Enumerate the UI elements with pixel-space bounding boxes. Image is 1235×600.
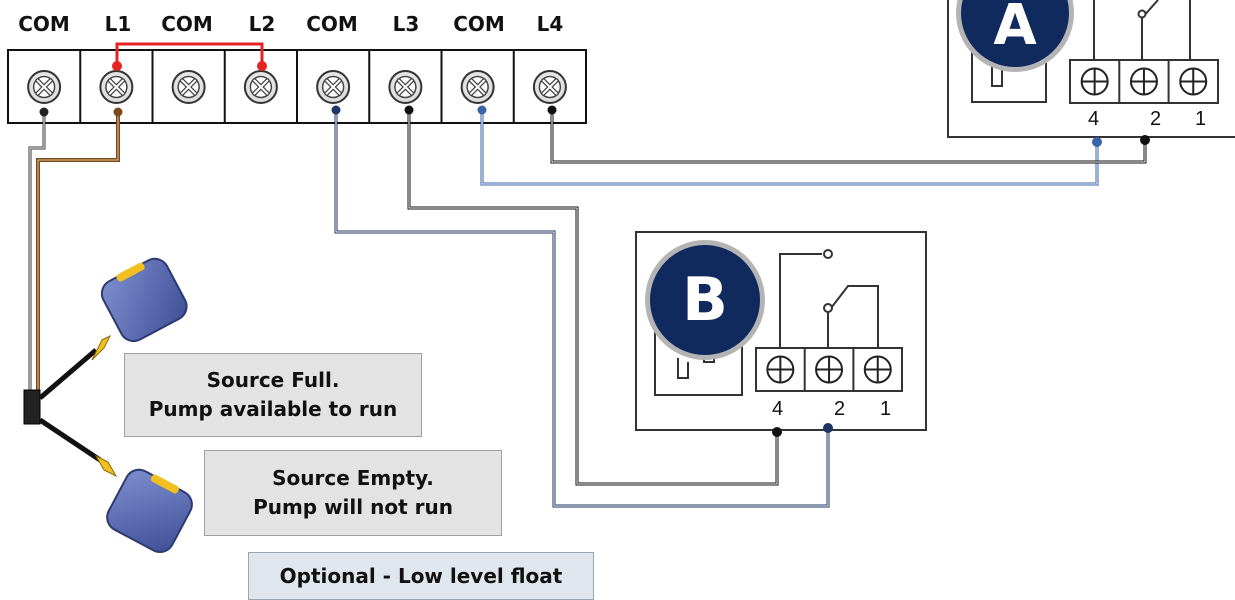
terminal-label-l2: L2 xyxy=(248,12,276,36)
terminal-label-com1: COM xyxy=(18,12,70,36)
terminal-label-com4: COM xyxy=(453,12,505,36)
l4-wire-highlight xyxy=(551,110,1146,163)
terminal-screw-l1-1 xyxy=(99,70,134,104)
upper-float xyxy=(91,257,188,361)
float-com-wire-highlight xyxy=(29,112,45,398)
device-b-socket xyxy=(654,310,743,396)
screw-cross-inner xyxy=(253,79,269,95)
terminal-screw-com-4 xyxy=(316,70,351,104)
screw-cross-inner xyxy=(181,79,197,95)
com4-wire-dot xyxy=(477,105,487,115)
float-l1-wire xyxy=(36,112,120,398)
terminal-screw-plus xyxy=(1130,68,1157,95)
lower-float-body xyxy=(106,468,193,553)
screw-cross-inner xyxy=(325,79,341,95)
terminal-screw-plus xyxy=(767,356,794,383)
float-l1-wire-highlight xyxy=(37,112,119,398)
jumper-end-l2 xyxy=(257,61,267,71)
device-a-housing xyxy=(947,0,1235,138)
terminal-label-com3: COM xyxy=(306,12,358,36)
l3-wire-dot xyxy=(404,105,414,115)
device-b-terminals xyxy=(766,348,892,391)
lower-float-cable xyxy=(38,417,102,463)
screw-cross-inner xyxy=(542,79,558,95)
device-a-contact-node xyxy=(1137,9,1147,19)
optional-note-text: Optional - Low level float xyxy=(279,563,563,588)
screw-cross-inner xyxy=(397,79,413,95)
optional-note: Optional - Low level float xyxy=(248,552,594,600)
screw-cross-inner xyxy=(108,79,124,95)
device-a-pin2-dot xyxy=(1140,135,1150,145)
device-a-badge-letter: A xyxy=(993,0,1037,58)
terminal-screw-plus xyxy=(1180,68,1207,95)
terminal-screw-com-0 xyxy=(27,70,62,104)
com3-wire-dot xyxy=(331,105,341,115)
device-b-pin2-dot xyxy=(823,423,833,433)
lower-float xyxy=(94,454,193,553)
device-a xyxy=(947,0,1235,138)
source-empty-line1: Source Empty. xyxy=(272,466,434,490)
source-full-note: Source Full. Pump available to run xyxy=(124,353,422,437)
device-b-nc-contact xyxy=(823,249,833,259)
source-full-line2: Pump available to run xyxy=(148,397,398,421)
jumper-end-l1 xyxy=(112,61,122,71)
terminal-screw-com-2 xyxy=(171,70,206,104)
device-a-pin4-dot xyxy=(1092,137,1102,147)
device-b-pin-4-label: 4 xyxy=(772,398,784,420)
upper-float-cable xyxy=(38,348,98,400)
terminal-screws xyxy=(27,70,567,104)
device-a-pin-2-label: 2 xyxy=(1150,108,1162,130)
com1-wire-dot xyxy=(39,107,49,117)
device-b-badge: B xyxy=(645,240,765,360)
upper-float-cap xyxy=(91,334,112,361)
terminal-screw-plus xyxy=(1081,68,1108,95)
terminal-screw-com-6 xyxy=(460,70,495,104)
lower-float-cap xyxy=(94,454,118,478)
device-b-badge-letter: B xyxy=(682,265,728,335)
source-empty-line2: Pump will not run xyxy=(253,495,453,519)
device-a-pin-1-label: 1 xyxy=(1195,108,1207,130)
device-b-common-node xyxy=(823,303,833,313)
terminal-screw-l4-7 xyxy=(532,70,567,104)
screw-cross-inner xyxy=(36,79,52,95)
terminal-screw-l2-3 xyxy=(243,70,278,104)
com3-wire-highlight xyxy=(335,110,829,507)
terminal-dividers xyxy=(79,50,515,123)
device-a-terminals xyxy=(1080,60,1208,103)
terminal-screw-plus xyxy=(816,356,843,383)
terminal-label-l3: L3 xyxy=(392,12,420,36)
device-a-pin-4-label: 4 xyxy=(1088,108,1100,130)
device-b-pin-1-label: 1 xyxy=(880,398,892,420)
terminal-label-l4: L4 xyxy=(536,12,564,36)
source-empty-note: Source Empty. Pump will not run xyxy=(204,450,502,536)
lower-float-band xyxy=(150,474,180,494)
terminal-label-com2: COM xyxy=(161,12,213,36)
l3-wire-highlight xyxy=(408,110,778,485)
device-b-nc-wire xyxy=(779,253,822,348)
device-b-pin-2-label: 2 xyxy=(834,398,846,420)
float-switch-assembly xyxy=(23,257,193,553)
upper-float-band xyxy=(116,262,145,282)
terminal-screw-l3-5 xyxy=(388,70,423,104)
screw-cross-inner xyxy=(470,79,486,95)
device-a-relay-contacts xyxy=(1093,0,1191,60)
device-b-pin4-dot xyxy=(772,427,782,437)
device-b-relay-contacts xyxy=(827,285,879,348)
terminal-screw-plus xyxy=(864,356,891,383)
terminal-strip xyxy=(7,49,587,124)
float-junction xyxy=(23,389,41,425)
terminal-label-l1: L1 xyxy=(104,12,132,36)
jumper-wire-l1-l2 xyxy=(115,42,264,66)
l1-wire-dot xyxy=(113,107,123,117)
wires xyxy=(28,42,1150,508)
l4-wire-dot xyxy=(547,105,557,115)
source-full-line1: Source Full. xyxy=(206,368,340,392)
